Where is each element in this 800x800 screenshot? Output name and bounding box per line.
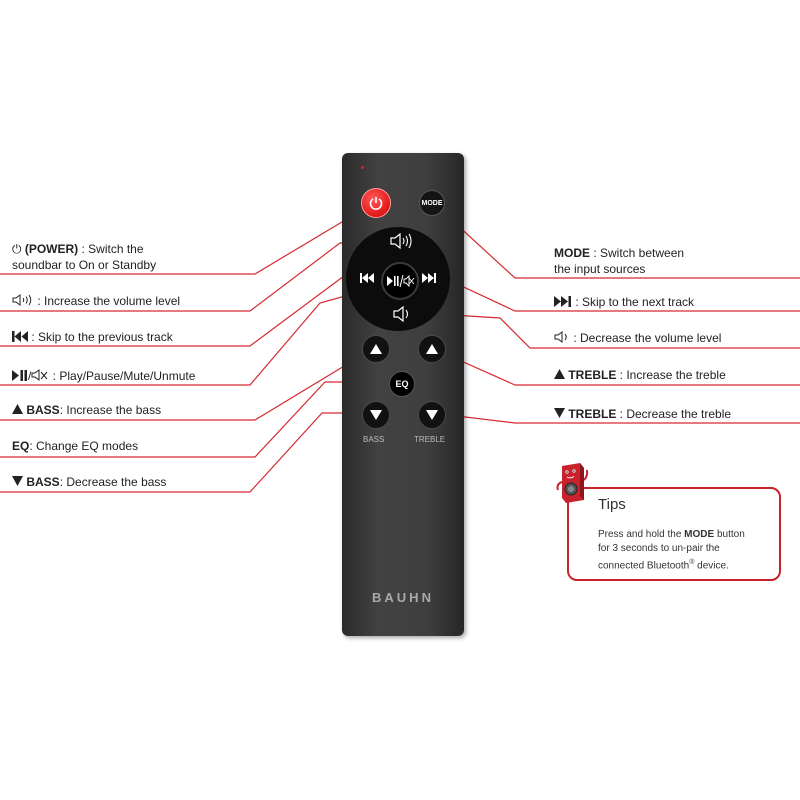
speaker-mascot-icon	[556, 463, 589, 503]
play-pause-mute-button[interactable]	[381, 262, 419, 300]
bass-button-label: BASS	[363, 435, 385, 444]
power-icon: ⏻	[12, 242, 22, 256]
treble-up-description: TREBLE : Increase the treble	[554, 367, 726, 383]
triangle-up-icon	[370, 344, 382, 354]
bass-down-description: BASS: Decrease the bass	[12, 474, 166, 490]
tips-title: Tips	[598, 496, 626, 513]
brand-logo: BAUHN	[372, 590, 434, 605]
triangle-up-icon	[12, 404, 23, 414]
triangle-up-icon	[554, 369, 565, 379]
bass-up-button[interactable]	[362, 335, 390, 363]
previous-track-icon	[12, 331, 28, 342]
bass-down-button[interactable]	[362, 401, 390, 429]
treble-down-description: TREBLE : Decrease the treble	[554, 406, 731, 422]
triangle-down-icon	[12, 476, 23, 486]
play-pause-mute-icon	[387, 274, 415, 288]
next-track-icon[interactable]	[421, 272, 437, 284]
mode-button[interactable]: MODE	[419, 190, 445, 216]
treble-up-button[interactable]	[418, 335, 446, 363]
volume-up-description: : Increase the volume level	[12, 293, 180, 309]
play-pause-icon	[12, 370, 27, 381]
mute-icon	[31, 369, 48, 381]
next-track-description: : Skip to the next track	[554, 294, 694, 310]
power-icon	[369, 197, 383, 210]
volume-up-icon	[12, 294, 32, 306]
play-pause-description: / : Play/Pause/Mute/Unmute	[12, 368, 195, 384]
power-button[interactable]	[361, 188, 391, 218]
triangle-down-icon	[426, 410, 438, 420]
triangle-up-icon	[426, 344, 438, 354]
eq-description: EQ: Change EQ modes	[12, 439, 139, 453]
volume-up-icon[interactable]	[389, 233, 413, 249]
treble-button-label: TREBLE	[414, 435, 446, 444]
triangle-down-icon	[554, 408, 565, 418]
volume-down-description: : Decrease the volume level	[554, 330, 721, 346]
eq-button[interactable]: EQ	[389, 371, 415, 397]
previous-track-icon[interactable]	[359, 272, 375, 284]
bass-up-description: BASS: Increase the bass	[12, 402, 161, 418]
previous-track-description: : Skip to the previous track	[12, 329, 173, 345]
tips-box	[567, 487, 781, 581]
tips-text: Press and hold the MODE button for 3 sec…	[598, 529, 745, 572]
ir-indicator-led	[361, 166, 364, 169]
volume-down-icon	[554, 331, 567, 343]
treble-down-button[interactable]	[418, 401, 446, 429]
triangle-down-icon	[370, 410, 382, 420]
mode-description: MODE : Switch between the input sources	[554, 246, 685, 276]
power-description: ⏻ (POWER) : Switch the soundbar to On or…	[12, 242, 157, 272]
volume-down-icon[interactable]	[392, 306, 412, 322]
next-track-icon	[554, 296, 571, 307]
